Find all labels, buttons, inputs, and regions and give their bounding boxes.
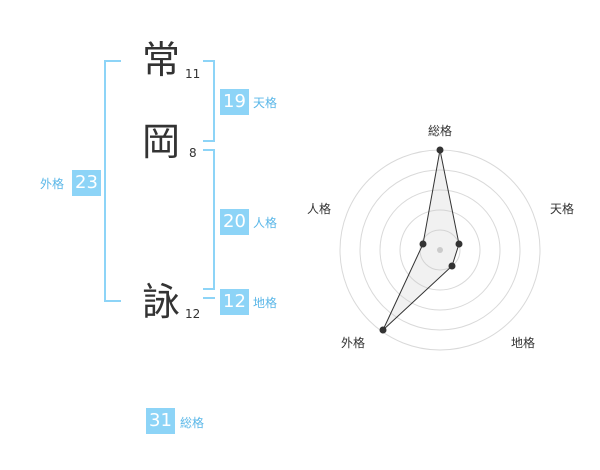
jinkaku-label: 人格 (253, 216, 278, 230)
radar-label-soukaku: 総格 (428, 124, 453, 138)
stroke-count-2: 8 (189, 146, 197, 160)
gaikaku-label: 外格 (40, 177, 65, 191)
stroke-count-1: 11 (185, 67, 201, 81)
name-char-2: 岡 (142, 120, 181, 164)
radar-label-tenkaku: 天格 (550, 202, 575, 216)
radar-label-chikaku: 地格 (511, 336, 536, 350)
radar-center-dot (437, 247, 443, 253)
radar-point-jinkaku (419, 240, 427, 248)
stroke-count-3: 12 (185, 307, 201, 321)
jinkaku-bracket (203, 149, 215, 290)
jinkaku-badge: 20 (220, 209, 249, 235)
radar-ring-2 (399, 209, 481, 291)
name-char-3: 詠 (142, 280, 181, 324)
radar-label-gaikaku: 外格 (341, 336, 366, 350)
gaikaku-badge: 23 (72, 170, 101, 196)
chikaku-label: 地格 (253, 296, 278, 310)
radar-point-tenkaku (455, 240, 463, 248)
radar-point-chikaku (448, 262, 456, 270)
radar-ring-4 (359, 169, 521, 331)
radar-ring-3 (379, 189, 501, 311)
radar-point-soukaku (436, 146, 444, 154)
tenkaku-label: 天格 (253, 96, 278, 110)
radar-point-gaikaku (379, 326, 387, 334)
name-char-1: 常 (142, 38, 181, 82)
radar-label-jinkaku: 人格 (307, 202, 332, 216)
tenkaku-bracket (203, 60, 215, 142)
soukaku-badge: 31 (146, 408, 175, 434)
chikaku-badge: 12 (220, 289, 249, 315)
gaikaku-bracket (104, 60, 121, 302)
tenkaku-badge: 19 (220, 89, 249, 115)
chikaku-connector (203, 297, 215, 299)
radar-area (382, 149, 460, 331)
soukaku-label: 総格 (180, 416, 205, 430)
